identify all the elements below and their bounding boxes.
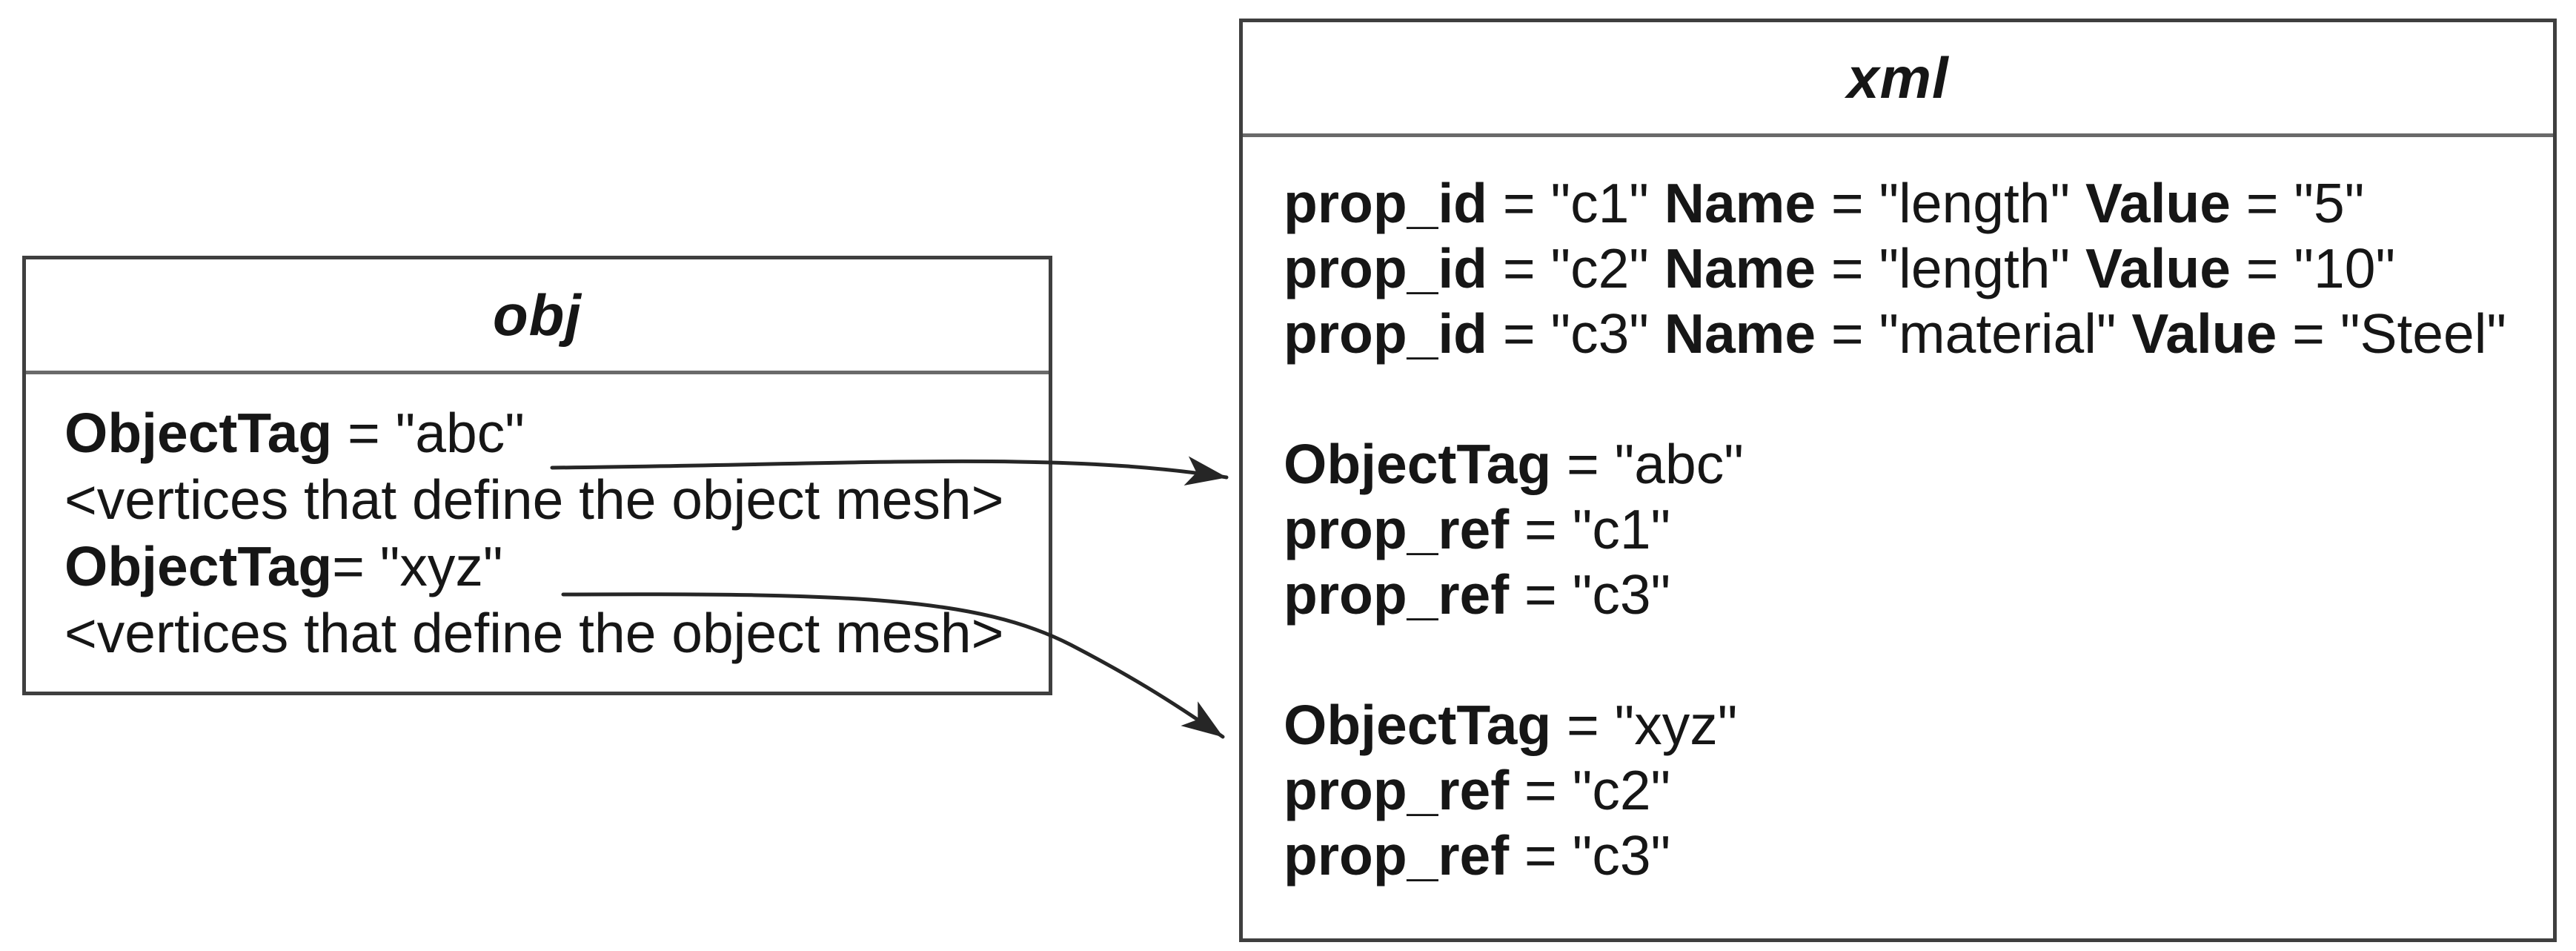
field-name: Name — [1664, 237, 1816, 299]
obj-box: obj ObjectTag = "abc"<vertices that defi… — [22, 256, 1052, 695]
field-value: = "c3" — [1509, 563, 1671, 626]
text-line: <vertices that define the object mesh> — [64, 600, 1049, 666]
text-line: ObjectTag = "xyz" — [1284, 692, 2553, 758]
field-value: = "c1" — [1487, 172, 1664, 234]
field-value: = "c3" — [1487, 302, 1664, 365]
field-value: = "abc" — [1551, 433, 1744, 495]
text-line: <vertices that define the object mesh> — [64, 466, 1049, 533]
field-value: = "c2" — [1509, 759, 1671, 821]
obj-box-title: obj — [493, 282, 582, 348]
text-line: ObjectTag= "xyz" — [64, 533, 1049, 600]
field-value: <vertices that define the object mesh> — [64, 468, 1004, 531]
obj-box-separator — [26, 371, 1049, 374]
field-name: ObjectTag — [1284, 433, 1552, 495]
field-value: <vertices that define the object mesh> — [64, 602, 1004, 664]
field-value: = "length" — [1816, 172, 2085, 234]
field-value: = "material" — [1816, 302, 2132, 365]
blank-line — [1284, 627, 2553, 692]
field-name: prop_id — [1284, 302, 1487, 365]
field-name: Name — [1664, 172, 1816, 234]
field-value: = "length" — [1816, 237, 2085, 299]
text-line: prop_ref = "c3" — [1284, 823, 2553, 888]
field-name: prop_ref — [1284, 498, 1510, 560]
field-name: prop_id — [1284, 237, 1487, 299]
text-line: prop_ref = "c3" — [1284, 562, 2553, 627]
xml-box-separator — [1243, 133, 2553, 137]
field-name: prop_ref — [1284, 563, 1510, 626]
field-value: = "5" — [2230, 172, 2365, 234]
field-name: prop_id — [1284, 172, 1487, 234]
field-value: = "Steel" — [2277, 302, 2507, 365]
blank-line — [1284, 366, 2553, 431]
field-name: ObjectTag — [64, 535, 333, 597]
text-line: prop_ref = "c1" — [1284, 497, 2553, 562]
field-name: Value — [2085, 172, 2231, 234]
field-name: prop_ref — [1284, 759, 1510, 821]
field-name: prop_ref — [1284, 824, 1510, 887]
field-name: Name — [1664, 302, 1816, 365]
text-line: prop_id = "c2" Name = "length" Value = "… — [1284, 236, 2553, 301]
field-value: = "xyz" — [332, 535, 503, 597]
field-name: Value — [2085, 237, 2231, 299]
text-line: prop_ref = "c2" — [1284, 758, 2553, 823]
xml-box-content: prop_id = "c1" Name = "length" Value = "… — [1243, 137, 2553, 888]
xml-box: xml prop_id = "c1" Name = "length" Value… — [1239, 19, 2557, 942]
text-line: prop_id = "c1" Name = "length" Value = "… — [1284, 170, 2553, 236]
field-name: ObjectTag — [64, 402, 333, 464]
field-value: = "10" — [2230, 237, 2396, 299]
field-value: = "c2" — [1487, 237, 1664, 299]
text-line: ObjectTag = "abc" — [64, 400, 1049, 466]
xml-box-title: xml — [1847, 44, 1949, 110]
text-line: prop_id = "c3" Name = "material" Value =… — [1284, 301, 2553, 366]
field-value: = "abc" — [332, 402, 525, 464]
obj-box-content: ObjectTag = "abc"<vertices that define t… — [26, 374, 1049, 666]
field-name: ObjectTag — [1284, 694, 1552, 756]
text-line: ObjectTag = "abc" — [1284, 431, 2553, 497]
field-value: = "xyz" — [1551, 694, 1738, 756]
field-name: Value — [2131, 302, 2277, 365]
field-value: = "c1" — [1509, 498, 1671, 560]
field-value: = "c3" — [1509, 824, 1671, 887]
